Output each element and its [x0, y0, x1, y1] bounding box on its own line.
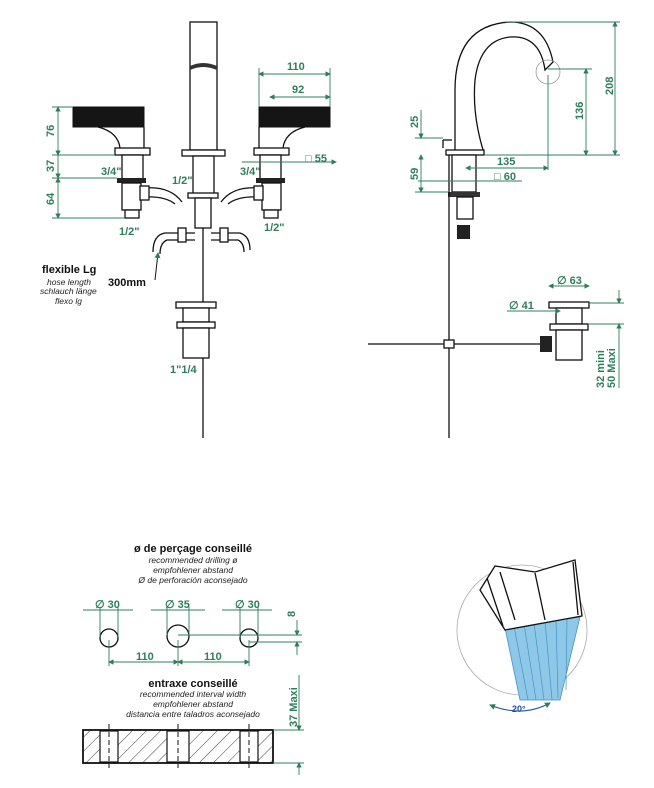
thread-right-top: 3/4"	[240, 166, 261, 178]
svg-text:hose length: hose length	[47, 277, 91, 287]
dim-dia-41: ∅ 41	[509, 300, 534, 312]
dim-dia-63: ∅ 63	[557, 275, 582, 287]
thread-right-bottom: 1/2"	[264, 222, 285, 234]
svg-text:300mm: 300mm	[108, 277, 146, 289]
spray-detail: 20°	[456, 559, 588, 714]
thread-left-bottom: 1/2"	[119, 226, 140, 238]
svg-text:recommended interval width: recommended interval width	[140, 689, 247, 699]
svg-text:flexible Lg: flexible Lg	[42, 264, 96, 276]
interval-section: entraxe conseillé recommended interval w…	[82, 675, 304, 775]
countertop-section	[82, 724, 274, 768]
dim-64: 64	[45, 192, 57, 205]
svg-text:flexo lg: flexo lg	[55, 296, 82, 306]
side-view: 208 136 135 □ 60 25 59 ∅ 63 ∅ 41 32 mini…	[368, 21, 624, 438]
dim-110: 110	[287, 61, 305, 73]
svg-text:schlauch länge: schlauch länge	[40, 286, 97, 296]
front-view: 110 92 76 37 64 □ 55 3/4" 1/2" 1/2" 3/4"…	[40, 21, 337, 438]
svg-text:∅ 35: ∅ 35	[165, 599, 190, 611]
svg-text:∅ 30: ∅ 30	[235, 599, 260, 611]
thread-left-top: 3/4"	[101, 166, 122, 178]
dim-136: 136	[574, 102, 586, 120]
spout-body	[189, 21, 218, 151]
hose-length-note: flexible Lg hose length schlauch länge f…	[40, 252, 161, 306]
right-handle	[258, 106, 331, 128]
dim-37-maxi: 37 Maxi	[288, 687, 300, 727]
thread-center: 1/2"	[172, 175, 193, 187]
svg-text:empfohlener abstand: empfohlener abstand	[153, 699, 233, 709]
dim-spacing-left: 110	[136, 651, 154, 663]
side-dimensions: 208 136 135 □ 60 25 59 ∅ 63 ∅ 41 32 mini…	[409, 21, 624, 388]
dim-92: 92	[292, 84, 304, 96]
gooseneck-spout	[454, 21, 554, 154]
dim-25: 25	[409, 116, 421, 128]
dim-spacing-right: 110	[204, 651, 222, 663]
drilling-title: ø de perçage conseillé	[134, 543, 252, 555]
spout-tip	[479, 559, 583, 631]
svg-text:distancia entre taladros acons: distancia entre taladros aconsejado	[126, 709, 260, 719]
dim-208: 208	[604, 77, 616, 95]
dim-square-60: □ 60	[494, 171, 516, 183]
dim-59: 59	[409, 168, 421, 180]
aerator	[190, 63, 217, 70]
dim-offset-8: 8	[286, 611, 298, 617]
dim-50-maxi: 50 Maxi	[606, 348, 618, 388]
svg-text:∅ 30: ∅ 30	[95, 599, 120, 611]
dim-76: 76	[45, 125, 57, 137]
svg-text:recommended drilling ø: recommended drilling ø	[149, 555, 238, 565]
front-dimensions: 110 92 76 37 64 □ 55 3/4" 1/2" 1/2" 3/4"…	[45, 61, 337, 376]
side-drain-flange	[548, 301, 590, 309]
drilling-section: ø de perçage conseillé recommended drill…	[83, 543, 302, 666]
spray-angle: 20°	[512, 704, 526, 714]
interval-title: entraxe conseillé	[148, 678, 237, 690]
left-handle	[72, 106, 145, 128]
svg-text:Ø de perforación aconsejado: Ø de perforación aconsejado	[137, 575, 247, 585]
dim-135: 135	[497, 156, 515, 168]
drain-flange	[175, 301, 217, 309]
hole-left: ∅ 30	[83, 599, 133, 648]
thread-drain: 1"1/4	[170, 364, 198, 376]
hole-right: ∅ 30	[222, 599, 272, 648]
dim-32-mini: 32 mini	[595, 350, 607, 388]
dim-square-55: □ 55	[305, 153, 327, 165]
dim-37: 37	[45, 160, 57, 172]
svg-text:empfohlener abstand: empfohlener abstand	[153, 565, 233, 575]
hole-center: ∅ 35	[151, 599, 205, 648]
